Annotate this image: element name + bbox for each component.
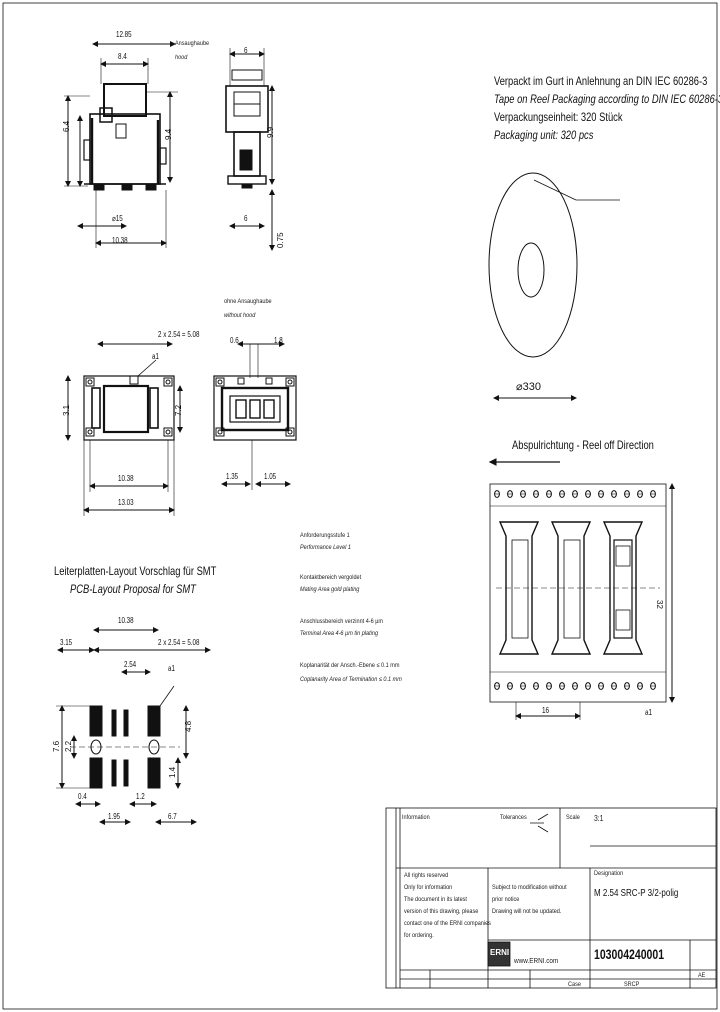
dim-6-4: 6.4 bbox=[62, 120, 71, 132]
pcb-dim-6-7: 6.7 bbox=[168, 812, 177, 821]
dim-15: ⌀15 bbox=[112, 214, 123, 223]
note-term-de: Anschlussbereich verzinnt 4-6 µm bbox=[300, 618, 384, 625]
pcb-dim-2-2: 2.2 bbox=[64, 740, 73, 752]
packaging-line1: Verpackt im Gurt in Anlehnung an DIN IEC… bbox=[494, 74, 708, 88]
reel-diameter-value: 330 bbox=[522, 381, 541, 393]
dim-7-2: 7.2 bbox=[174, 404, 183, 416]
tb-note3: contact one of the ERNI companies bbox=[404, 920, 491, 927]
dim-9-4: 9.4 bbox=[164, 128, 173, 140]
tb-note1: The document in its latest bbox=[404, 896, 467, 903]
top-side-view bbox=[64, 41, 178, 248]
reel-diameter: ⌀330 bbox=[516, 381, 541, 393]
view-without-hood-right bbox=[213, 341, 297, 490]
erni-logo: ERNI bbox=[490, 948, 510, 957]
tb-case-value: SRCP bbox=[624, 981, 640, 988]
note-mating-de: Kontaktbereich vergoldet bbox=[300, 574, 362, 581]
dim-13-03: 13.03 bbox=[118, 498, 134, 507]
tb-scale-label: Scale bbox=[566, 814, 580, 821]
pcb-a1-label: a1 bbox=[168, 664, 175, 673]
tb-website[interactable]: www.ERNI.com bbox=[514, 956, 559, 965]
dim-15-value: 15 bbox=[115, 214, 123, 223]
tape-sprocket-holes-bottom bbox=[494, 682, 656, 690]
pcb-dim-4-8: 4.8 bbox=[184, 720, 193, 732]
tb-subject1: Subject to modification without bbox=[492, 884, 567, 891]
pcb-title-de: Leiterplatten-Layout Vorschlag für SMT bbox=[54, 564, 217, 578]
note-term-en: Terminal Area 4-6 µm tin plating bbox=[300, 630, 379, 637]
tb-part-number: 103004240001 bbox=[594, 946, 665, 962]
top-front-view bbox=[225, 48, 275, 251]
tape-a1-label: a1 bbox=[645, 708, 653, 717]
pcb-dim-7-6: 7.6 bbox=[52, 740, 61, 752]
ansaug-label-en: hood bbox=[175, 54, 188, 61]
dim-0-6: 0.6 bbox=[230, 336, 239, 345]
pcb-dim-0-4: 0.4 bbox=[78, 792, 87, 801]
without-hood-de: ohne Ansaughaube bbox=[224, 298, 272, 305]
title-block bbox=[385, 807, 717, 989]
tb-designation: Designation bbox=[594, 870, 624, 877]
packaging-line2: Tape on Reel Packaging according to DIN … bbox=[494, 92, 720, 106]
dim-1-8: 1.8 bbox=[274, 336, 283, 345]
pcb-dim-3-15: 3.15 bbox=[60, 638, 73, 647]
without-hood-en: without hood bbox=[224, 312, 256, 319]
pcb-dim-2-54: 2.54 bbox=[124, 660, 137, 669]
tb-only-info: Only for information bbox=[404, 884, 453, 891]
dim-10-38-top: 10.38 bbox=[112, 236, 128, 245]
note-perf-en: Performance Level 1 bbox=[300, 544, 351, 551]
dim-8-4: 8.4 bbox=[118, 52, 127, 61]
tb-information: Information bbox=[402, 814, 430, 821]
pcb-dim-1-95: 1.95 bbox=[108, 812, 121, 821]
reel-off-direction: Abspulrichtung - Reel off Direction bbox=[512, 438, 654, 452]
tb-note2: version of this drawing, please bbox=[404, 908, 479, 915]
dim-pitch-mid: 2 x 2.54 = 5.08 bbox=[158, 330, 200, 339]
tb-note4: for ordering. bbox=[404, 932, 434, 939]
dim-10-38-mid: 10.38 bbox=[118, 474, 134, 483]
note-perf-de: Anforderungsstufe 1 bbox=[300, 532, 350, 539]
pcb-dim-1-4: 1.4 bbox=[168, 766, 177, 778]
tb-scale-value: 3:1 bbox=[594, 814, 604, 823]
ansaug-label-de: Ansaughaube bbox=[175, 40, 210, 47]
view-without-hood-left bbox=[65, 341, 183, 516]
pcb-title-en: PCB-Layout Proposal for SMT bbox=[70, 582, 196, 596]
tb-all-rights: All rights reserved bbox=[404, 872, 449, 879]
tape-width-label: 32 bbox=[655, 600, 664, 609]
tb-subject3: Drawing will not be updated. bbox=[492, 908, 562, 915]
tb-subject2: prior notice bbox=[492, 896, 520, 903]
tb-description: M 2.54 SRC-P 3/2-polig bbox=[594, 888, 679, 899]
tb-tolerances: Tolerances bbox=[500, 814, 527, 821]
pcb-dim-1-2: 1.2 bbox=[136, 792, 145, 801]
tb-case-label: Case bbox=[568, 981, 581, 988]
pcb-dim-pitch: 2 x 2.54 = 5.08 bbox=[158, 638, 200, 647]
dim-12-85: 12.85 bbox=[116, 30, 132, 39]
note-copl-de: Koplanarität der Ansch.-Ebene ≤ 0.1 mm bbox=[300, 662, 400, 669]
a1-label-mid: a1 bbox=[152, 352, 159, 361]
tape-sprocket-holes-top bbox=[494, 490, 656, 498]
dim-1-35: 1.35 bbox=[226, 472, 239, 481]
reel-drawing bbox=[488, 172, 620, 466]
dim-6-bottom: 6 bbox=[244, 214, 248, 223]
note-copl-en: Coplanarity Area of Termination ≤ 0.1 mm bbox=[300, 676, 402, 683]
pcb-dim-10-38: 10.38 bbox=[118, 616, 134, 625]
packaging-line4: Packaging unit: 320 pcs bbox=[494, 128, 594, 142]
dim-6-top: 6 bbox=[244, 46, 248, 55]
dim-0-75: 0.75 bbox=[276, 232, 285, 248]
dim-9-9: 9.9 bbox=[266, 126, 275, 138]
tape-drawing bbox=[489, 483, 675, 720]
dim-1-05: 1.05 bbox=[264, 472, 277, 481]
dim-3-1: 3.1 bbox=[62, 404, 71, 416]
tape-pitch-label: 16 bbox=[542, 706, 550, 715]
pcb-layout-drawing bbox=[56, 627, 211, 825]
tb-rev: AE bbox=[698, 972, 706, 979]
note-mating-en: Mating Area gold plating bbox=[300, 586, 360, 593]
packaging-line3: Verpackungseinheit: 320 Stück bbox=[494, 110, 623, 124]
